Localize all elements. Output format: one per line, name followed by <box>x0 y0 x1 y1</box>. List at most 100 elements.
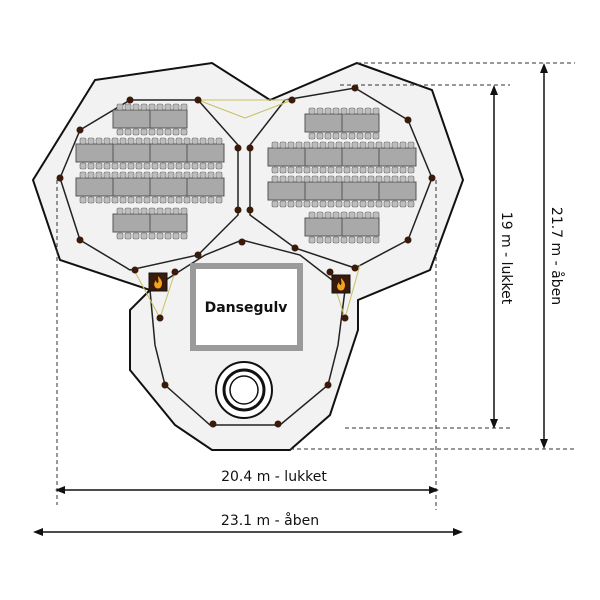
chair <box>279 141 287 149</box>
chair <box>111 162 119 170</box>
chair <box>151 196 159 204</box>
tent-post <box>131 266 139 274</box>
chair <box>151 162 159 170</box>
chair <box>180 232 188 240</box>
chair <box>172 232 180 240</box>
chair <box>159 171 167 179</box>
chair <box>151 137 159 145</box>
chair <box>172 128 180 136</box>
tent-post <box>404 236 412 244</box>
chair <box>407 166 415 174</box>
tent-post <box>76 236 84 244</box>
tent-post <box>351 84 359 92</box>
chair <box>180 103 188 111</box>
chair <box>407 175 415 183</box>
chair <box>303 200 311 208</box>
chair <box>324 107 332 115</box>
chair <box>303 175 311 183</box>
chair <box>367 175 375 183</box>
chair <box>119 162 127 170</box>
chair <box>143 137 151 145</box>
chair <box>295 175 303 183</box>
chair <box>132 232 140 240</box>
chair <box>308 107 316 115</box>
chair <box>351 166 359 174</box>
chair <box>364 132 372 140</box>
chair <box>367 141 375 149</box>
tent-post <box>341 314 349 322</box>
dimension-width-open-label: 23.1 m - åben <box>221 512 319 529</box>
chair <box>399 200 407 208</box>
chair <box>207 196 215 204</box>
table-row <box>304 217 380 237</box>
chair <box>207 162 215 170</box>
chair <box>335 141 343 149</box>
chair <box>343 141 351 149</box>
tent-post <box>404 116 412 124</box>
chair <box>191 162 199 170</box>
chair <box>356 211 364 219</box>
chair <box>159 137 167 145</box>
chair <box>167 196 175 204</box>
chair <box>199 137 207 145</box>
tables-right <box>267 113 417 237</box>
chair <box>127 171 135 179</box>
tent-post <box>209 420 217 428</box>
chair <box>332 132 340 140</box>
chair <box>127 162 135 170</box>
chair <box>183 196 191 204</box>
dimension-width-closed: 20.4 m - lukket <box>55 469 439 494</box>
chair <box>127 137 135 145</box>
chair <box>111 196 119 204</box>
chair <box>167 171 175 179</box>
extension-lines <box>56 62 575 510</box>
chair <box>124 103 132 111</box>
chair <box>116 207 124 215</box>
chair <box>215 162 223 170</box>
chair <box>148 128 156 136</box>
chair <box>303 141 311 149</box>
chair <box>343 200 351 208</box>
chair <box>295 200 303 208</box>
tent-post <box>351 264 359 272</box>
chair <box>351 141 359 149</box>
chair <box>180 207 188 215</box>
tent-post <box>156 314 164 322</box>
chair <box>348 211 356 219</box>
dimension-depth-closed: 19 m - lukket <box>490 85 514 429</box>
chair <box>287 175 295 183</box>
guide-lines <box>134 99 361 319</box>
table-row <box>75 143 225 163</box>
chair <box>391 200 399 208</box>
chair <box>271 200 279 208</box>
chair <box>332 211 340 219</box>
chair <box>287 166 295 174</box>
chair <box>311 166 319 174</box>
chair <box>135 137 143 145</box>
chair <box>372 236 380 244</box>
tables-left <box>75 109 225 233</box>
chairs <box>79 103 415 244</box>
chair <box>287 141 295 149</box>
chair <box>119 196 127 204</box>
chair <box>332 107 340 115</box>
chair <box>399 175 407 183</box>
chair <box>79 196 87 204</box>
tent-post <box>291 244 299 252</box>
table-row <box>304 113 380 133</box>
dimension-depth-open: 21.7 m - åben <box>540 63 565 449</box>
chair <box>164 207 172 215</box>
dimension-depth-closed-label: 19 m - lukket <box>498 212 514 305</box>
chair <box>135 162 143 170</box>
chair <box>271 166 279 174</box>
chair <box>103 137 111 145</box>
chair <box>348 107 356 115</box>
chair <box>95 196 103 204</box>
chair <box>87 171 95 179</box>
chair <box>340 107 348 115</box>
chair <box>311 141 319 149</box>
chair <box>359 141 367 149</box>
chair <box>87 196 95 204</box>
tent-post <box>246 206 254 214</box>
